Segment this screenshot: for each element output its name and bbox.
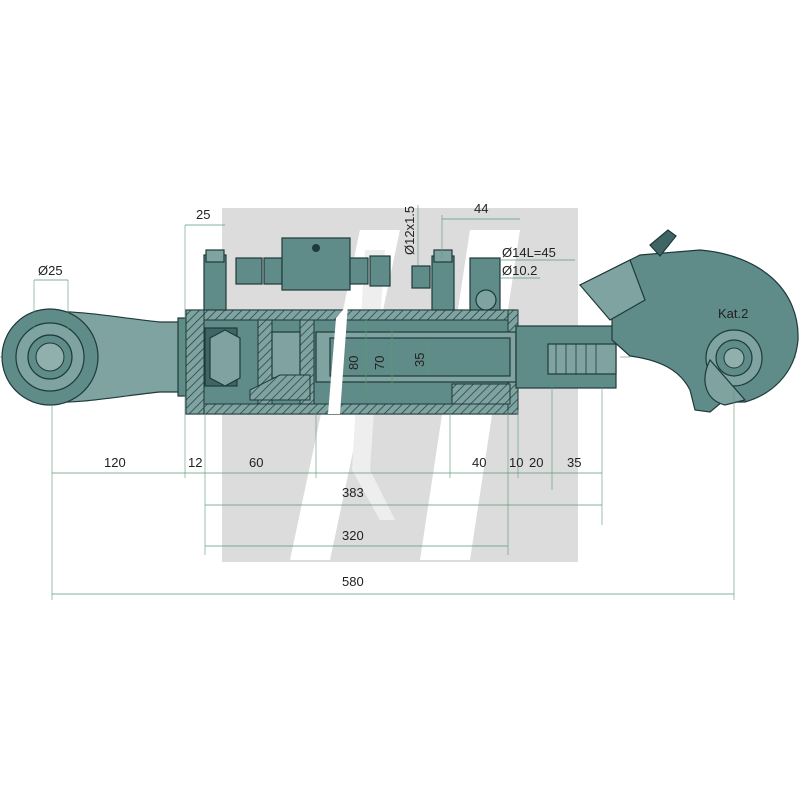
dim-40: 40 xyxy=(472,455,486,470)
dim-35: 35 xyxy=(567,455,581,470)
dim-120: 120 xyxy=(104,455,126,470)
dimension-lines xyxy=(33,205,748,600)
dim-580: 580 xyxy=(342,574,364,589)
cylinder-body xyxy=(185,304,617,415)
dim-10: 10 xyxy=(509,455,523,470)
label-70: 70 xyxy=(372,356,387,370)
ball-eye-end xyxy=(1,308,191,406)
dim-12: 12 xyxy=(188,455,202,470)
label-width-44: 44 xyxy=(474,201,488,216)
label-width-25: 25 xyxy=(196,207,210,222)
label-eye-diameter: Ø25 xyxy=(38,263,63,278)
label-pin-length: Ø14L=45 xyxy=(502,245,556,260)
dim-20: 20 xyxy=(529,455,543,470)
quick-hook-end xyxy=(578,229,799,413)
label-pin-diameter: Ø10.2 xyxy=(502,263,537,278)
label-80: 80 xyxy=(346,356,361,370)
label-thread: Ø12x1.5 xyxy=(402,206,417,255)
label-category: Kat.2 xyxy=(718,306,748,321)
dim-383: 383 xyxy=(342,485,364,500)
hydraulic-fittings xyxy=(203,237,501,311)
label-35-vertical: 35 xyxy=(412,353,427,367)
dim-60: 60 xyxy=(249,455,263,470)
dim-320: 320 xyxy=(342,528,364,543)
dimension-labels: Ø25 25 Ø12x1.5 44 Ø14L=45 Ø10.2 Kat.2 80… xyxy=(38,201,748,589)
